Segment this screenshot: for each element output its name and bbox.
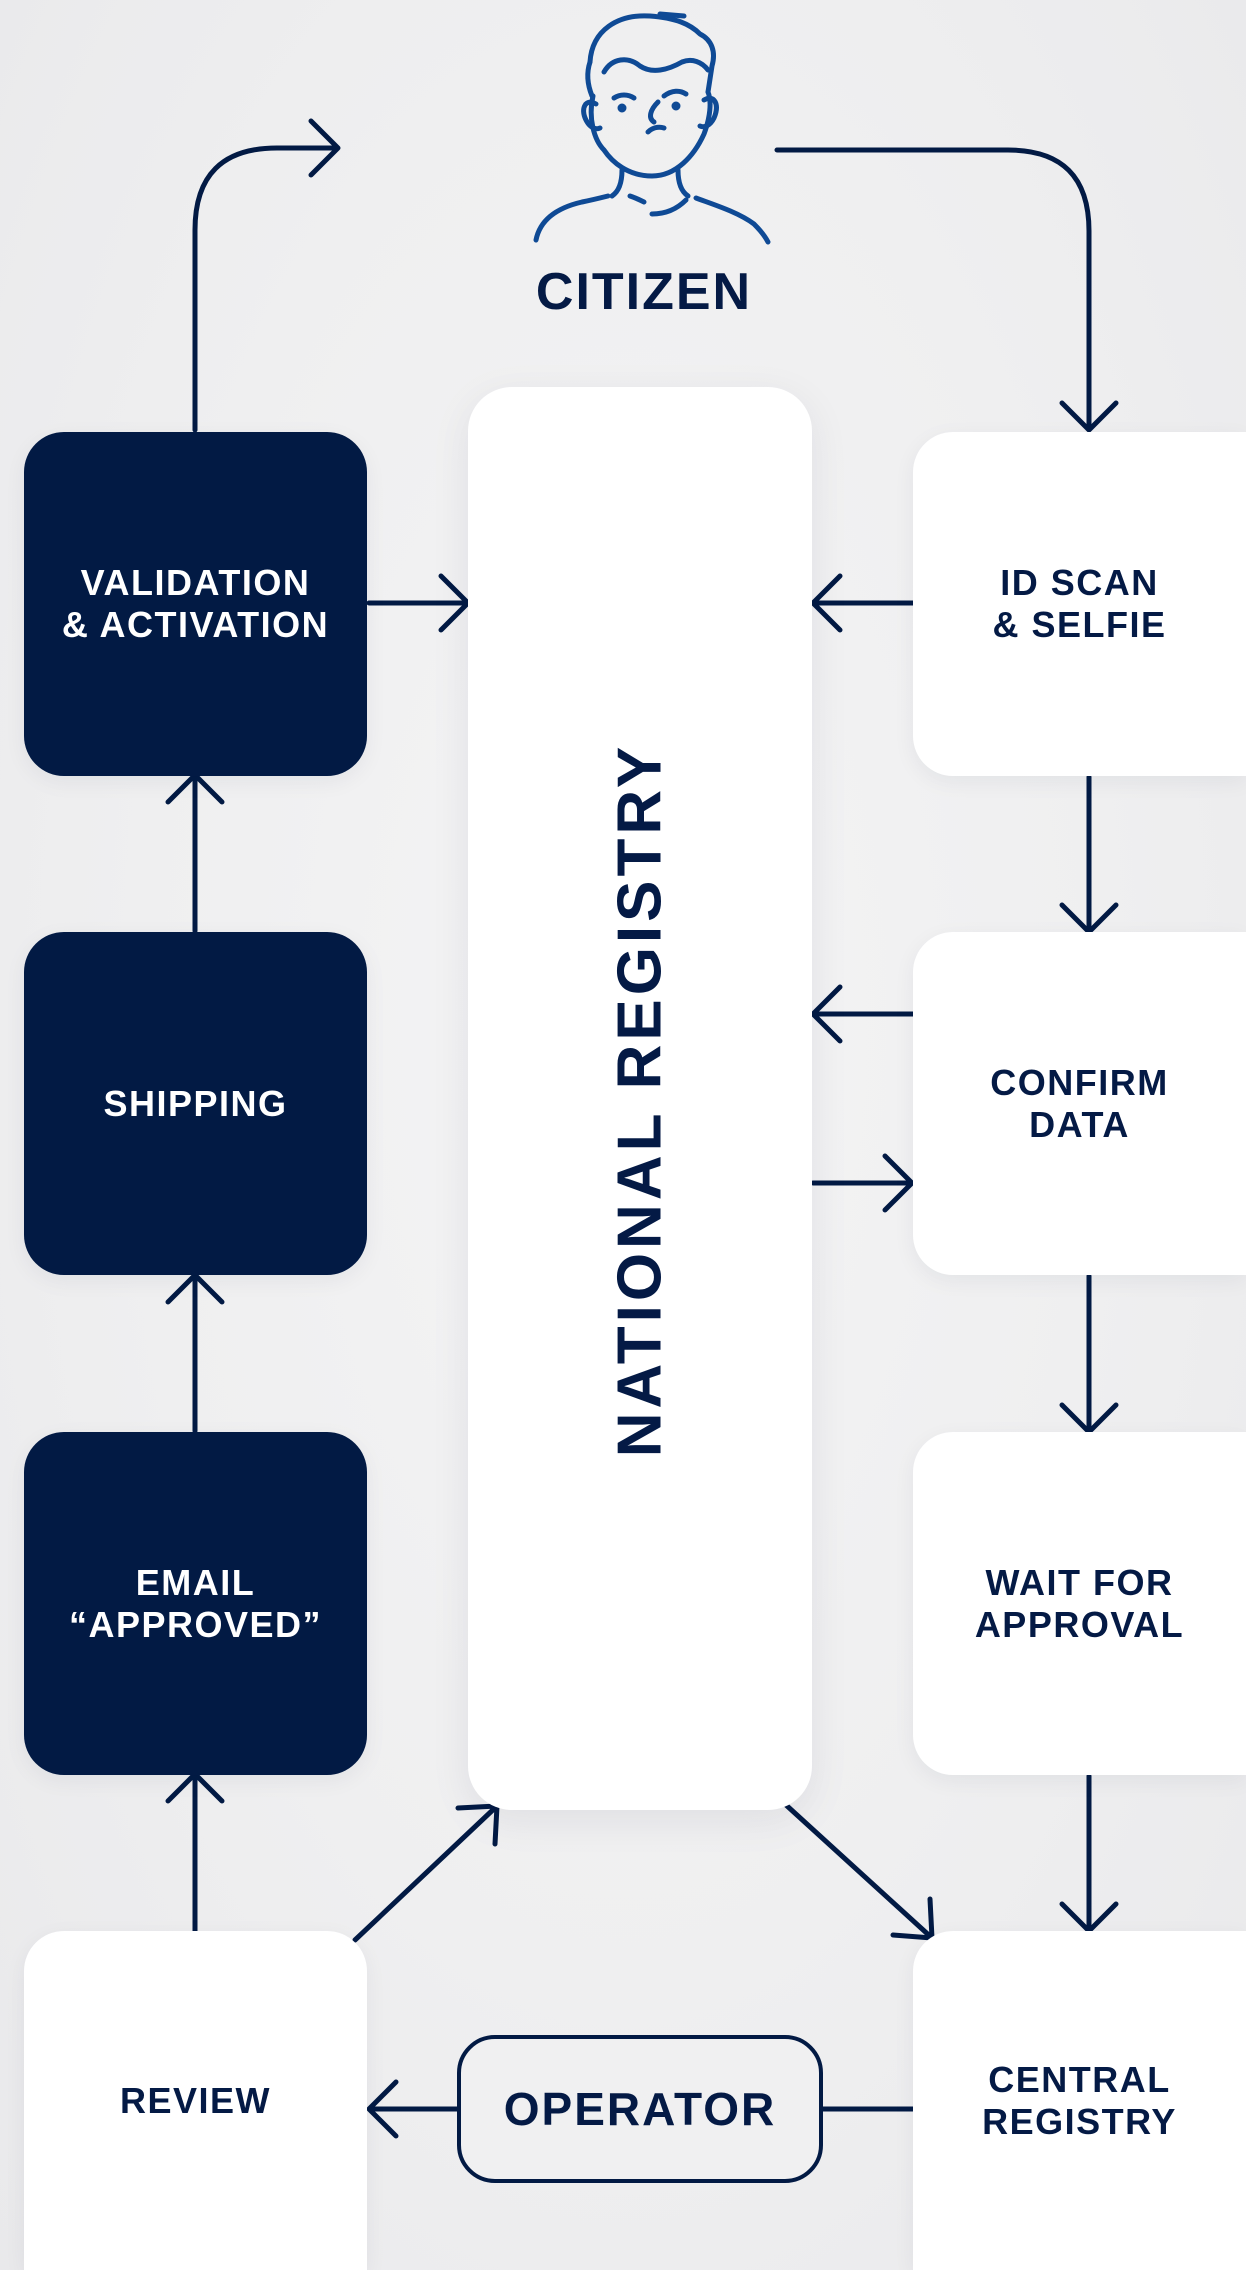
shipping-box[interactable]: SHIPPING <box>24 932 367 1275</box>
arrow-confirm-to-registry <box>810 984 916 1044</box>
central-registry-box[interactable]: CENTRAL REGISTRY <box>913 1931 1246 2270</box>
email-approved-box[interactable]: EMAIL “APPROVED” <box>24 1432 367 1775</box>
arrow-citizen-to-id-scan <box>774 147 1119 433</box>
citizen-label: CITIZEN <box>535 263 753 321</box>
wait-for-approval-label: WAIT FOR APPROVAL <box>974 1561 1185 1645</box>
operator-label: OPERATOR <box>503 2083 777 2135</box>
arrow-operator-to-review <box>366 2079 460 2139</box>
email-approved-label: EMAIL “APPROVED” <box>68 1561 323 1645</box>
wait-for-approval-box[interactable]: WAIT FOR APPROVAL <box>913 1432 1246 1775</box>
confirm-data-box[interactable]: CONFIRM DATA <box>913 932 1246 1275</box>
arrow-validation-to-citizen <box>192 118 341 433</box>
validation-activation-box[interactable]: VALIDATION & ACTIVATION <box>24 432 367 776</box>
review-box[interactable]: REVIEW <box>24 1931 367 2270</box>
review-label: REVIEW <box>119 2079 271 2121</box>
operator-box[interactable]: OPERATOR <box>457 2035 823 2183</box>
national-registry-label: NATIONAL REGISTRY <box>605 742 675 1458</box>
arrow-registry-to-confirm <box>810 1153 915 1213</box>
confirm-data-label: CONFIRM DATA <box>990 1061 1169 1145</box>
validation-activation-label: VALIDATION & ACTIVATION <box>61 562 330 645</box>
arrow-id-scan-to-registry <box>810 573 916 633</box>
shipping-label: SHIPPING <box>103 1082 288 1124</box>
arrow-email-to-shipping <box>165 1272 225 1434</box>
id-scan-selfie-label: ID SCAN & SELFIE <box>992 562 1167 645</box>
central-registry-label: CENTRAL REGISTRY <box>982 2058 1177 2142</box>
national-registry-box[interactable] <box>468 387 812 1810</box>
id-scan-selfie-box[interactable]: ID SCAN & SELFIE <box>913 432 1246 776</box>
